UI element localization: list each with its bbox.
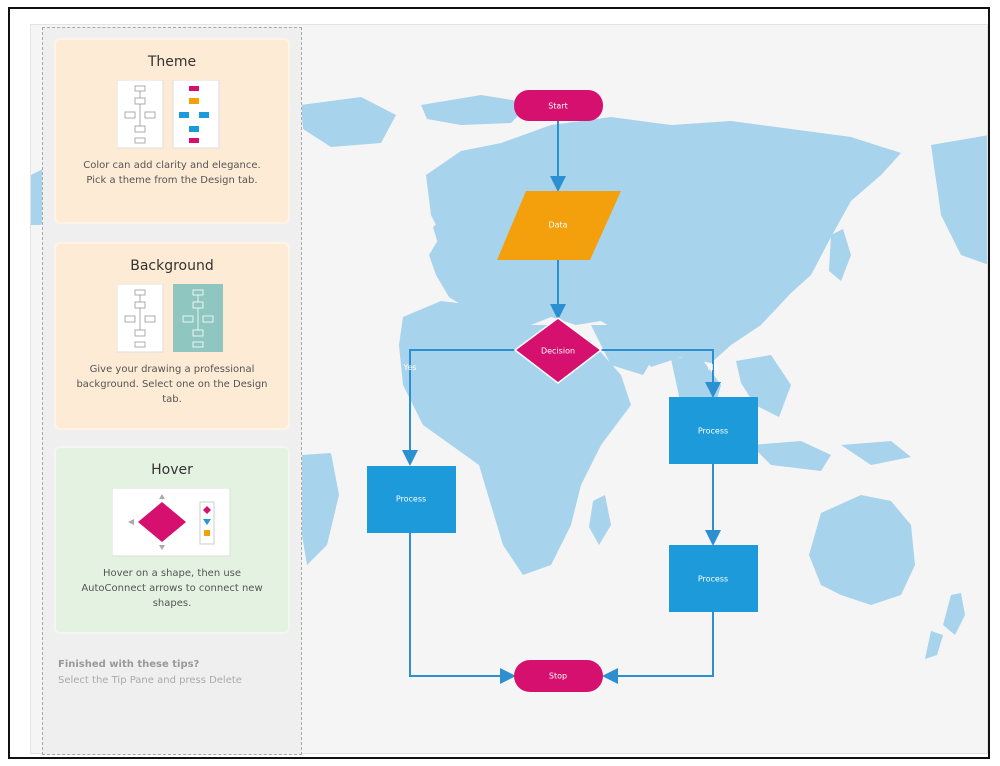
start-label: Start [548, 102, 568, 111]
background-tip-card: Background Give your drawing a professio… [54, 242, 290, 430]
hover-tip-card: Hover Hover on a shape, then use AutoCon… [54, 446, 290, 634]
data-shape[interactable]: Data [497, 191, 621, 260]
background-tip-title: Background [130, 258, 214, 274]
theme-thumbnails [116, 79, 227, 150]
autoconnect-preview-icon [111, 487, 231, 557]
process-right-bottom-label: Process [698, 575, 728, 584]
finished-tips-title: Finished with these tips? [58, 659, 200, 670]
connector-process-stop-right[interactable] [602, 612, 714, 684]
background-thumbnails [116, 283, 227, 354]
stop-shape[interactable]: Stop [514, 660, 603, 692]
decision-label: Decision [541, 347, 575, 356]
connector-decision-yes[interactable] [402, 349, 515, 466]
background-preview-icon [116, 283, 223, 353]
process-right-top-label: Process [698, 427, 728, 436]
connector-process-stop-left[interactable] [409, 533, 516, 684]
theme-preview-icon [116, 79, 220, 149]
theme-tip-text: Color can add clarity and elegance. Pick… [83, 160, 261, 186]
hover-tip-text: Hover on a shape, then use AutoConnect a… [81, 568, 263, 609]
process-right-top-shape[interactable]: Process [669, 397, 758, 464]
connector-decision-no[interactable] [601, 349, 721, 398]
hover-tip-title: Hover [151, 462, 193, 478]
finished-tips-text: Select the Tip Pane and press Delete [58, 675, 242, 686]
process-left-label: Process [396, 495, 426, 504]
process-right-bottom-shape[interactable]: Process [669, 545, 758, 612]
background-tip-text: Give your drawing a professional backgro… [76, 364, 268, 405]
stop-label: Stop [549, 672, 567, 681]
data-label: Data [548, 221, 567, 230]
yes-label: Yes [403, 363, 417, 372]
no-label: No [708, 363, 719, 372]
decision-shape[interactable]: Decision [513, 317, 603, 384]
theme-tip-card: Theme Color can add clarity and elegance… [54, 38, 290, 224]
theme-tip-title: Theme [147, 54, 197, 70]
process-left-shape[interactable]: Process [367, 466, 456, 533]
hover-thumbnail [111, 487, 232, 558]
start-shape[interactable]: Start [514, 90, 603, 121]
finished-tips-note: Finished with these tips? Select the Tip… [58, 657, 242, 689]
